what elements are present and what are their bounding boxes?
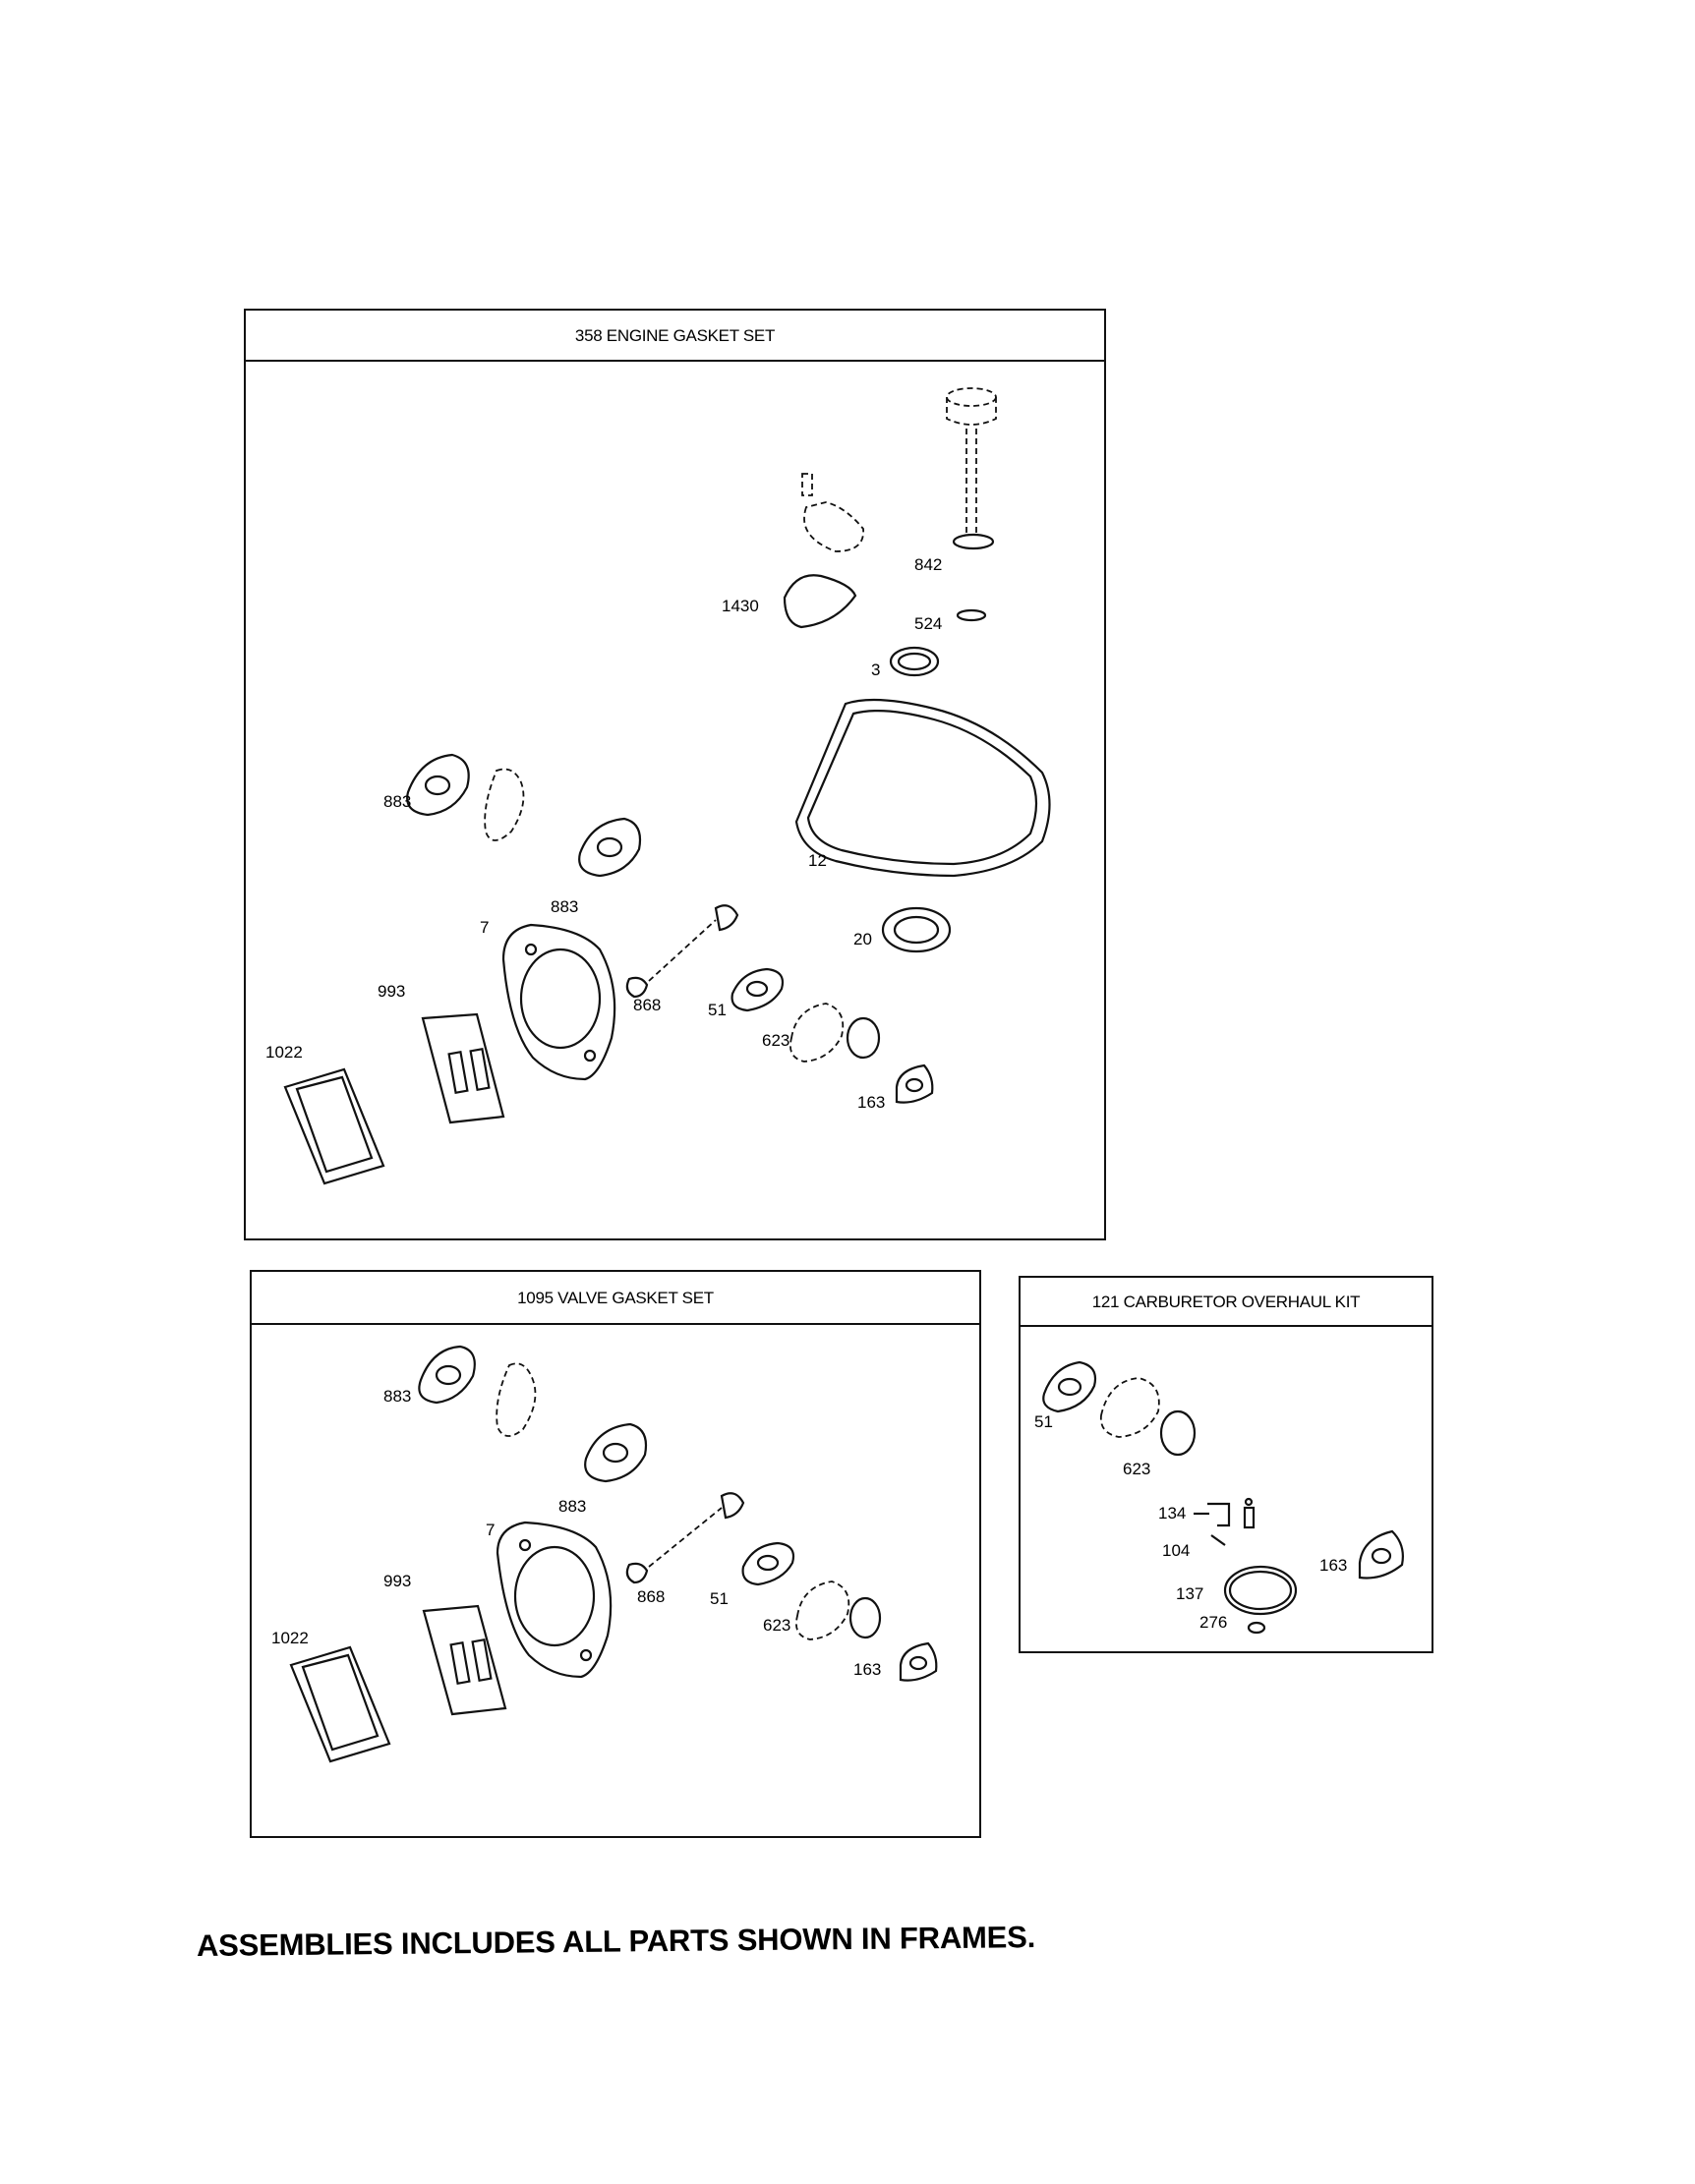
label-104: 104 xyxy=(1162,1541,1190,1560)
carburetor-kit-diagram: 51 623 134 104 137 276 163 xyxy=(1034,1360,1404,1635)
label-137: 137 xyxy=(1176,1584,1203,1603)
label-51: 51 xyxy=(1034,1412,1053,1431)
label-12: 12 xyxy=(808,851,827,870)
gasket-993 xyxy=(421,1012,505,1124)
footer-note: ASSEMBLIES INCLUDES ALL PARTS SHOWN IN F… xyxy=(196,1920,1036,1963)
oring-623 xyxy=(846,1016,881,1060)
gasket-993 xyxy=(422,1604,507,1716)
carburetor-overhaul-kit-title: 121 CARBURETOR OVERHAUL KIT xyxy=(1021,1278,1432,1327)
label-1430: 1430 xyxy=(722,597,759,615)
label-623: 623 xyxy=(763,1616,790,1635)
label-993: 993 xyxy=(383,1572,411,1590)
gasket-163 xyxy=(899,1641,938,1682)
gasket-883-lower xyxy=(584,1422,648,1483)
label-276: 276 xyxy=(1199,1613,1227,1632)
oring-524 xyxy=(956,608,987,622)
oring-623 xyxy=(848,1596,882,1639)
oil-seal-20-inner xyxy=(893,915,940,945)
label-51: 51 xyxy=(708,1001,727,1019)
carb-dashed xyxy=(1099,1377,1160,1438)
oring-623 xyxy=(1159,1409,1197,1457)
label-134: 134 xyxy=(1158,1504,1186,1523)
head-gasket-7 xyxy=(496,1521,613,1679)
valve-868 xyxy=(625,976,649,999)
needle-134-body xyxy=(1243,1506,1256,1529)
needle-134-tip xyxy=(1244,1497,1254,1507)
label-51: 51 xyxy=(710,1589,729,1608)
pin-104 xyxy=(1210,1534,1226,1546)
head-gasket-7 xyxy=(501,923,616,1081)
valve-gasket-set-frame: 1095 VALVE GASKET SET 883 883 7 868 51 xyxy=(250,1270,981,1838)
label-1022: 1022 xyxy=(271,1629,309,1647)
seal-3-inner xyxy=(897,652,932,671)
valve-head xyxy=(714,904,739,932)
label-883-a: 883 xyxy=(383,792,411,811)
gasket-12 xyxy=(794,698,1051,878)
intake-dashed xyxy=(484,768,525,841)
label-1022: 1022 xyxy=(265,1043,303,1062)
gasket-883-upper xyxy=(418,1345,476,1405)
carb-dashed xyxy=(789,1003,845,1063)
label-993: 993 xyxy=(378,982,405,1001)
label-623: 623 xyxy=(762,1031,789,1050)
valve-gasket-set-title: 1095 VALVE GASKET SET xyxy=(252,1272,979,1325)
label-7: 7 xyxy=(486,1521,495,1539)
oil-seal-20 xyxy=(881,906,952,953)
washer-276 xyxy=(1247,1621,1266,1635)
carb-dashed xyxy=(795,1581,850,1640)
breather-cover-part xyxy=(801,473,864,552)
label-868: 868 xyxy=(633,996,661,1014)
label-7: 7 xyxy=(480,918,489,937)
gasket-883-lower xyxy=(578,817,642,878)
gasket-883-upper xyxy=(406,753,470,817)
gasket-163 xyxy=(895,1063,934,1104)
bowl-gasket-137-inner xyxy=(1228,1570,1293,1611)
intake-dashed xyxy=(496,1362,537,1437)
engine-gasket-diagram: 842 1430 524 3 12 883 883 xyxy=(265,387,1051,1185)
label-883-b: 883 xyxy=(551,897,578,916)
bowl-gasket-137 xyxy=(1223,1565,1298,1616)
engine-gasket-set-title: 358 ENGINE GASKET SET xyxy=(246,311,1104,362)
label-163: 163 xyxy=(1319,1556,1347,1575)
label-163: 163 xyxy=(853,1660,881,1679)
valve-head xyxy=(720,1492,745,1520)
valve-gasket-diagram: 883 883 7 868 51 623 99 xyxy=(271,1345,938,1763)
gasket-163 xyxy=(1358,1529,1404,1580)
needle-134 xyxy=(1207,1502,1231,1527)
valve-stem xyxy=(648,1507,723,1568)
gasket-1022 xyxy=(283,1067,385,1185)
seal-3 xyxy=(889,646,940,677)
valve-868 xyxy=(625,1562,649,1584)
label-20: 20 xyxy=(853,930,872,948)
gasket-1430 xyxy=(783,574,857,629)
label-842: 842 xyxy=(914,555,942,574)
label-163: 163 xyxy=(857,1093,885,1112)
gasket-51 xyxy=(741,1541,795,1586)
gasket-1022 xyxy=(289,1645,391,1763)
dipstick-part xyxy=(946,387,997,535)
gasket-12-inner xyxy=(806,710,1038,866)
engine-gasket-set-frame: 358 ENGINE GASKET SET 842 1430 524 3 12 xyxy=(244,309,1106,1240)
label-868: 868 xyxy=(637,1587,665,1606)
gasket-51 xyxy=(731,967,785,1012)
label-623: 623 xyxy=(1123,1460,1150,1478)
label-524: 524 xyxy=(914,614,942,633)
label-883-a: 883 xyxy=(383,1387,411,1406)
gasket-842 xyxy=(952,533,995,550)
label-3: 3 xyxy=(871,661,880,679)
valve-stem xyxy=(648,919,717,982)
carburetor-overhaul-kit-frame: 121 CARBURETOR OVERHAUL KIT 51 623 134 1… xyxy=(1019,1276,1433,1653)
label-883-b: 883 xyxy=(558,1497,586,1516)
gasket-51 xyxy=(1042,1360,1097,1413)
